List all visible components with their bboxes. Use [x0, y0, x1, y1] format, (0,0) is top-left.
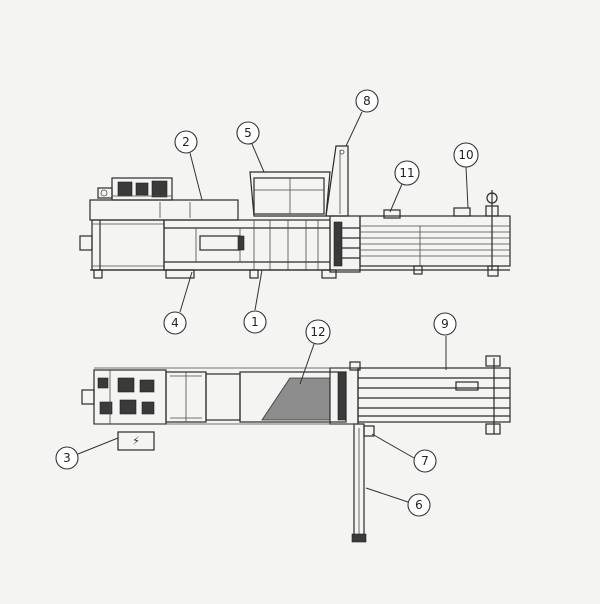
callout-2-label: 2: [182, 135, 190, 149]
bale-channel: [359, 190, 511, 277]
callout-1-label: 1: [251, 315, 259, 329]
plan-view: ⚡: [81, 355, 511, 543]
callout-1: 1: [243, 269, 267, 334]
callout-7: 7: [371, 433, 437, 473]
callouts: 1 2 3 4 5 6 7: [55, 89, 479, 517]
plan-bale-channel: [357, 355, 511, 435]
control-box-symbol: ⚡: [132, 435, 140, 448]
control-box: ⚡: [117, 431, 155, 451]
callout-7-label: 7: [421, 454, 429, 468]
callout-8-label: 8: [363, 94, 371, 108]
plan-outlet-head: [329, 361, 361, 425]
callout-4: 4: [163, 271, 193, 335]
callout-6-label: 6: [415, 498, 423, 512]
callout-5-label: 5: [244, 126, 252, 140]
callout-9: 9: [433, 312, 457, 370]
plan-power-pack: [81, 369, 167, 425]
ram-housing: [79, 199, 239, 271]
callout-11-label: 11: [399, 166, 414, 180]
feed-hopper: [249, 171, 331, 217]
callout-12-label: 12: [310, 325, 325, 339]
callout-5: 5: [236, 121, 265, 173]
base-frame: [90, 265, 510, 279]
callout-6: 6: [365, 487, 431, 517]
callout-2: 2: [174, 130, 203, 201]
plan-ram: [165, 371, 241, 423]
compression-chamber: [163, 219, 331, 271]
callout-10-label: 10: [458, 148, 473, 162]
callout-9-label: 9: [441, 317, 449, 331]
callout-4-label: 4: [171, 316, 179, 330]
callout-3-label: 3: [63, 451, 71, 465]
callout-3: 3: [55, 437, 119, 470]
plan-frame: [94, 367, 358, 425]
plan-discharge-arm: [351, 423, 375, 543]
callout-8: 8: [345, 89, 379, 147]
callout-10: 10: [453, 142, 479, 209]
side-view: [79, 145, 511, 279]
callout-12: 12: [299, 319, 331, 385]
outlet-head: [329, 215, 361, 273]
callout-11: 11: [389, 160, 420, 213]
power-pack: [97, 177, 173, 201]
